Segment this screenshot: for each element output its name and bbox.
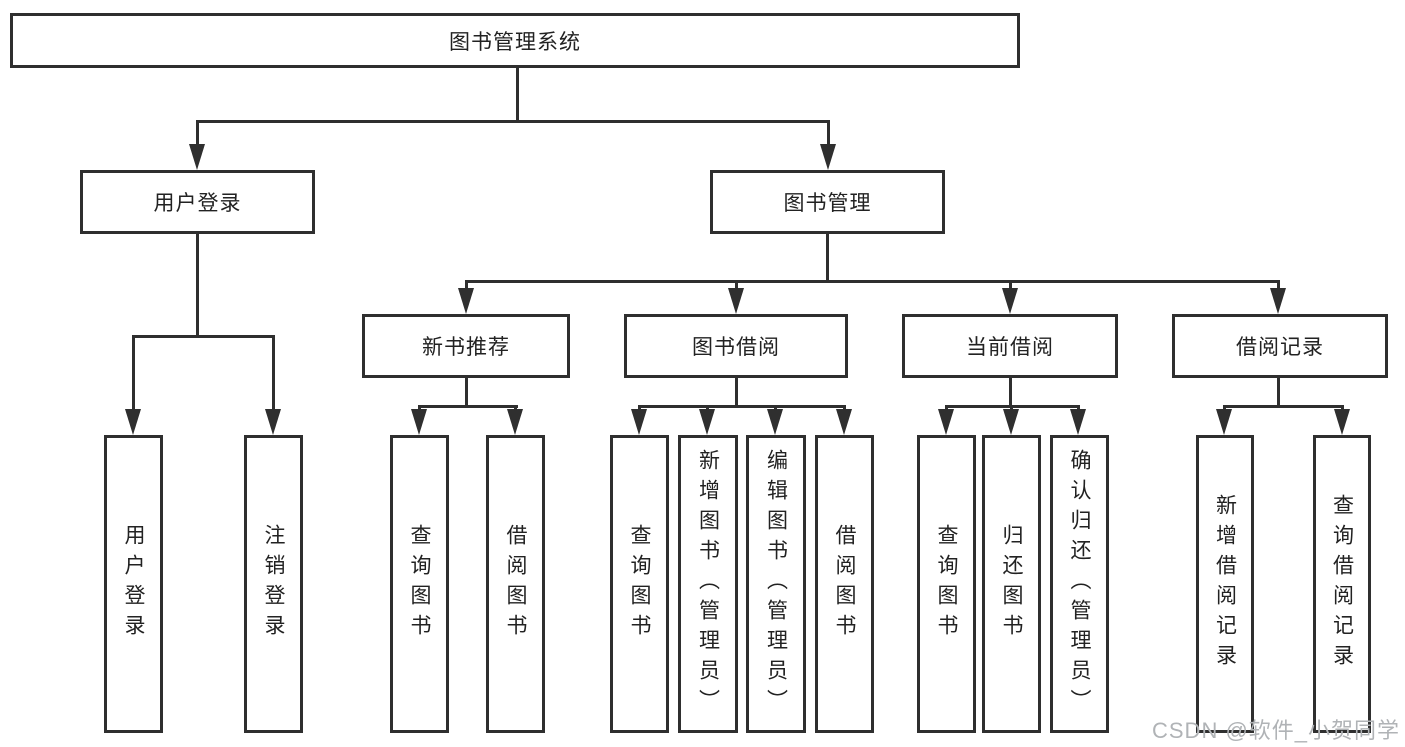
connector-line <box>1223 405 1226 411</box>
arrow-down-icon <box>411 409 427 435</box>
connector-line <box>516 68 519 120</box>
arrow-down-icon <box>507 409 523 435</box>
connector-line <box>1009 378 1012 405</box>
arrow-down-icon <box>1216 409 1232 435</box>
connector-line <box>132 335 275 338</box>
node-leaf-add-books-admin: 新增图书（管理员） <box>678 435 738 733</box>
node-user-login: 用户登录 <box>80 170 315 234</box>
node-leaf-edit-books-admin: 编辑图书（管理员） <box>746 435 806 733</box>
node-label: 借阅记录 <box>1236 336 1324 359</box>
connector-line <box>196 234 199 335</box>
connector-line <box>1341 405 1344 411</box>
connector-line <box>418 405 518 408</box>
arrow-down-icon <box>125 409 141 435</box>
node-label: 查询图书 <box>628 524 651 644</box>
arrow-down-icon <box>1003 409 1019 435</box>
arrow-down-icon <box>458 288 474 314</box>
connector-line <box>1010 405 1013 411</box>
node-label: 当前借阅 <box>966 336 1054 359</box>
connector-line <box>706 405 709 411</box>
node-leaf-user-login: 用户登录 <box>104 435 163 733</box>
node-label: 用户登录 <box>153 192 242 215</box>
node-leaf-add-borrow-record: 新增借阅记录 <box>1196 435 1254 733</box>
node-book-borrowing: 图书借阅 <box>624 314 848 378</box>
connector-line <box>1277 378 1280 405</box>
node-label: 借阅图书 <box>504 524 527 644</box>
arrow-down-icon <box>1334 409 1350 435</box>
connector-line <box>465 378 468 405</box>
node-label: 确认归还（管理员） <box>1068 449 1091 719</box>
node-label: 新增图书（管理员） <box>696 449 720 719</box>
node-label: 图书管理系统 <box>449 30 581 54</box>
node-label: 查询借阅记录 <box>1330 494 1354 674</box>
node-borrowing-records: 借阅记录 <box>1172 314 1388 378</box>
connector-line <box>465 280 1280 283</box>
arrow-down-icon <box>631 409 647 435</box>
connector-line <box>827 120 830 146</box>
connector-line <box>196 120 199 146</box>
connector-line <box>774 405 777 411</box>
connector-line <box>638 405 846 408</box>
arrow-down-icon <box>938 409 954 435</box>
node-new-book-recommendation: 新书推荐 <box>362 314 570 378</box>
node-label: 新书推荐 <box>422 336 510 359</box>
node-leaf-logout: 注销登录 <box>244 435 303 733</box>
arrow-down-icon <box>767 409 783 435</box>
node-leaf-confirm-return-admin: 确认归还（管理员） <box>1050 435 1109 733</box>
connector-line <box>735 378 738 405</box>
arrow-down-icon <box>836 409 852 435</box>
node-label: 图书借阅 <box>692 336 780 359</box>
connector-line <box>1009 280 1012 290</box>
connector-line <box>1223 405 1343 408</box>
connector-line <box>1277 280 1280 290</box>
arrow-down-icon <box>1270 288 1286 314</box>
node-leaf-return-books: 归还图书 <box>982 435 1041 733</box>
connector-line <box>843 405 846 411</box>
node-book-management: 图书管理 <box>710 170 945 234</box>
connector-line <box>418 405 421 411</box>
node-leaf-query-books-newbooks: 查询图书 <box>390 435 449 733</box>
node-label: 查询图书 <box>408 524 431 644</box>
connector-line <box>945 405 948 411</box>
node-label: 用户登录 <box>122 524 145 644</box>
connector-line <box>1077 405 1080 411</box>
node-label: 图书管理 <box>783 192 872 215</box>
node-leaf-query-books-current: 查询图书 <box>917 435 976 733</box>
connector-line <box>132 335 135 410</box>
connector-line <box>826 234 829 280</box>
node-current-borrowing: 当前借阅 <box>902 314 1118 378</box>
node-leaf-query-books-borrowing: 查询图书 <box>610 435 669 733</box>
node-label: 新增借阅记录 <box>1213 494 1237 674</box>
connector-line <box>638 405 641 411</box>
node-label: 借阅图书 <box>833 524 856 644</box>
connector-line <box>514 405 517 411</box>
node-label: 注销登录 <box>262 524 285 644</box>
arrow-down-icon <box>820 144 836 170</box>
node-library-management-system: 图书管理系统 <box>10 13 1020 68</box>
node-leaf-borrow-books-borrowing: 借阅图书 <box>815 435 874 733</box>
csdn-watermark: CSDN @软件_小贺同学 <box>1152 718 1401 743</box>
connector-line <box>272 335 275 410</box>
arrow-down-icon <box>1070 409 1086 435</box>
connector-line <box>196 120 830 123</box>
node-label: 编辑图书（管理员） <box>764 449 788 719</box>
connector-line <box>465 280 468 290</box>
node-leaf-borrow-books-newbooks: 借阅图书 <box>486 435 545 733</box>
arrow-down-icon <box>1002 288 1018 314</box>
node-leaf-query-borrow-record: 查询借阅记录 <box>1313 435 1371 733</box>
arrow-down-icon <box>189 144 205 170</box>
arrow-down-icon <box>728 288 744 314</box>
connector-line <box>735 280 738 290</box>
arrow-down-icon <box>265 409 281 435</box>
node-label: 归还图书 <box>1000 524 1023 644</box>
arrow-down-icon <box>699 409 715 435</box>
node-label: 查询图书 <box>935 524 958 644</box>
